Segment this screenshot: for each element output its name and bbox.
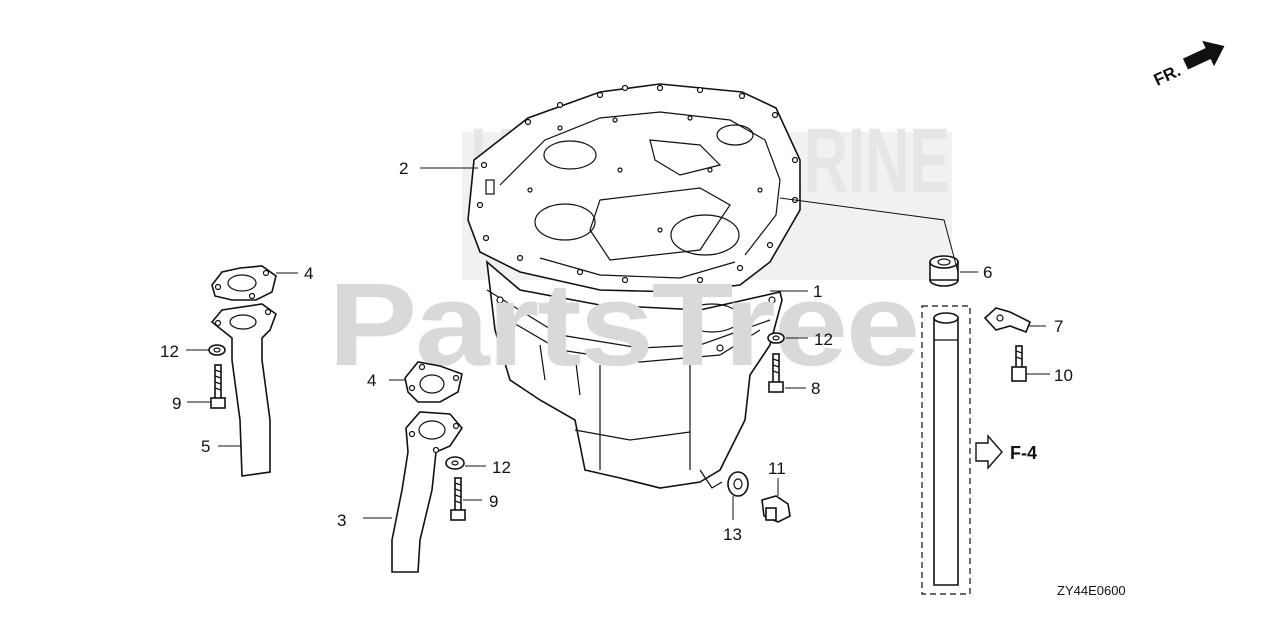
callout-8[interactable]: 8 bbox=[811, 379, 820, 398]
front-arrow-icon bbox=[1182, 40, 1225, 70]
part-9-bolt-left[interactable] bbox=[210, 364, 226, 409]
front-direction-indicator: FR. bbox=[1151, 40, 1225, 90]
callout-4-middle[interactable]: 4 bbox=[367, 371, 376, 390]
callout-labels: 1 2 3 4 4 5 6 7 8 9 9 10 11 12 12 12 13 bbox=[160, 159, 1073, 544]
part-2-gasket-plate[interactable] bbox=[467, 83, 801, 293]
part-1-oil-case[interactable] bbox=[485, 260, 783, 489]
callout-2[interactable]: 2 bbox=[399, 159, 408, 178]
callout-11[interactable]: 11 bbox=[768, 459, 786, 478]
callout-5[interactable]: 5 bbox=[201, 437, 210, 456]
callout-7[interactable]: 7 bbox=[1054, 317, 1063, 336]
callout-9-left[interactable]: 9 bbox=[172, 394, 181, 413]
part-5-pipe[interactable] bbox=[210, 303, 277, 477]
part-11-drain-bolt[interactable] bbox=[761, 495, 791, 523]
callout-3[interactable]: 3 bbox=[337, 511, 346, 530]
callout-12-right[interactable]: 12 bbox=[814, 330, 833, 349]
part-12-washer-left[interactable] bbox=[208, 344, 226, 356]
plate-bolt-holes bbox=[476, 84, 799, 284]
tube-assembly-box[interactable] bbox=[921, 305, 971, 595]
reference-label: F-4 bbox=[1010, 443, 1037, 463]
reference-f4[interactable]: F-4 bbox=[975, 434, 1037, 470]
part-3-curved-pipe[interactable] bbox=[391, 411, 464, 573]
callout-1[interactable]: 1 bbox=[813, 282, 822, 301]
hollow-arrow-right-icon bbox=[975, 434, 1003, 470]
part-8-bolt[interactable] bbox=[768, 353, 784, 393]
part-9-bolt-middle[interactable] bbox=[450, 477, 466, 521]
callout-9-middle[interactable]: 9 bbox=[489, 492, 498, 511]
callout-10[interactable]: 10 bbox=[1054, 366, 1073, 385]
callout-12-middle[interactable]: 12 bbox=[492, 458, 511, 477]
front-label: FR. bbox=[1151, 61, 1184, 90]
callout-13[interactable]: 13 bbox=[723, 525, 742, 544]
part-12-washer-right[interactable] bbox=[767, 332, 785, 344]
part-6-grommet[interactable] bbox=[929, 255, 959, 287]
part-10-bolt[interactable] bbox=[1011, 345, 1027, 382]
callout-12-left[interactable]: 12 bbox=[160, 342, 179, 361]
callout-6[interactable]: 6 bbox=[983, 263, 992, 282]
callout-4-left[interactable]: 4 bbox=[304, 264, 313, 283]
leader-lines bbox=[186, 167, 1050, 520]
part-7-clip[interactable] bbox=[983, 307, 1032, 334]
part-13-sealing-washer[interactable] bbox=[727, 471, 749, 497]
part-12-washer-middle[interactable] bbox=[445, 456, 465, 470]
diagram-code: ZY44E0600 bbox=[1057, 583, 1126, 598]
part-4-flange-gasket-left[interactable] bbox=[211, 265, 277, 301]
part-4-flange-gasket-middle[interactable] bbox=[404, 361, 463, 403]
